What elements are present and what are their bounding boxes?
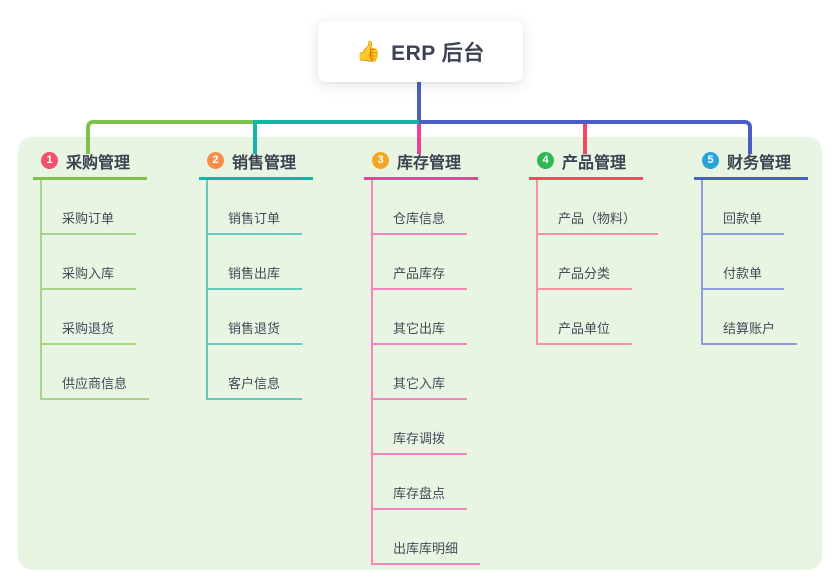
node-settlement-account[interactable]: 结算账户 <box>701 290 798 345</box>
node-customer-info[interactable]: 客户信息 <box>206 345 303 400</box>
node-label: 结算账户 <box>723 321 776 336</box>
branch-sales-title[interactable]: 2 销售管理 <box>199 150 313 180</box>
branch-inventory-children: 仓库信息 产品库存 其它出库 其它入库 库存调拨 库存盘点 出库库明细 <box>371 180 481 565</box>
branch-product: 4 产品管理 产品（物料） 产品分类 产品单位 <box>529 150 659 345</box>
node-payment-bill[interactable]: 付款单 <box>701 235 785 290</box>
root-stem-line <box>417 82 421 124</box>
node-product-material[interactable]: 产品（物料） <box>536 180 659 235</box>
branch-sales-label: 销售管理 <box>232 154 297 172</box>
branch-finance-title[interactable]: 5 财务管理 <box>694 150 808 180</box>
node-sales-outbound[interactable]: 销售出库 <box>206 235 303 290</box>
node-purchase-return[interactable]: 采购退货 <box>40 290 137 345</box>
badge-3: 3 <box>372 152 389 169</box>
node-other-inbound[interactable]: 其它入库 <box>371 345 468 400</box>
root-node-title: ERP 后台 <box>391 41 485 65</box>
node-sales-return[interactable]: 销售退货 <box>206 290 303 345</box>
node-label: 产品（物料） <box>558 211 637 226</box>
node-label: 其它出库 <box>393 321 446 336</box>
node-label: 采购订单 <box>62 211 115 226</box>
node-product-category[interactable]: 产品分类 <box>536 235 633 290</box>
node-label: 产品单位 <box>558 321 611 336</box>
connector-branch-2 <box>253 120 419 154</box>
thumbs-up-icon: 👍 <box>356 40 382 63</box>
branch-finance-label: 财务管理 <box>727 154 792 172</box>
node-purchase-inbound[interactable]: 采购入库 <box>40 235 137 290</box>
branch-product-title[interactable]: 4 产品管理 <box>529 150 643 180</box>
branch-finance-children: 回款单 付款单 结算账户 <box>701 180 808 345</box>
root-node-erp[interactable]: 👍 ERP 后台 <box>318 21 523 82</box>
node-label: 仓库信息 <box>393 211 446 226</box>
branches-panel <box>18 137 822 570</box>
node-label: 客户信息 <box>228 376 281 391</box>
badge-2: 2 <box>207 152 224 169</box>
connector-branch-4 <box>583 124 587 154</box>
node-label: 销售出库 <box>228 266 281 281</box>
node-label: 库存调拨 <box>393 431 446 446</box>
node-product-unit[interactable]: 产品单位 <box>536 290 633 345</box>
node-stock-transfer[interactable]: 库存调拨 <box>371 400 468 455</box>
branch-sales: 2 销售管理 销售订单 销售出库 销售退货 客户信息 <box>199 150 313 400</box>
node-label: 采购退货 <box>62 321 115 336</box>
node-stock-take[interactable]: 库存盘点 <box>371 455 468 510</box>
node-outbound-detail[interactable]: 出库库明细 <box>371 510 481 565</box>
branch-product-children: 产品（物料） 产品分类 产品单位 <box>536 180 659 345</box>
node-label: 供应商信息 <box>62 376 128 391</box>
branch-inventory: 3 库存管理 仓库信息 产品库存 其它出库 其它入库 库存调拨 库存盘点 出库库… <box>364 150 481 565</box>
branch-purchase: 1 采购管理 采购订单 采购入库 采购退货 供应商信息 <box>33 150 150 400</box>
node-warehouse-info[interactable]: 仓库信息 <box>371 180 468 235</box>
connector-branch-3 <box>417 124 421 154</box>
branch-inventory-title[interactable]: 3 库存管理 <box>364 150 478 180</box>
branch-purchase-title[interactable]: 1 采购管理 <box>33 150 147 180</box>
node-label: 出库库明细 <box>393 541 459 556</box>
node-supplier-info[interactable]: 供应商信息 <box>40 345 150 400</box>
node-sales-order[interactable]: 销售订单 <box>206 180 303 235</box>
branch-product-label: 产品管理 <box>562 154 627 172</box>
badge-1: 1 <box>41 152 58 169</box>
connector-branch-1 <box>86 120 253 154</box>
node-receipt-bill[interactable]: 回款单 <box>701 180 785 235</box>
node-label: 采购入库 <box>62 266 115 281</box>
badge-4: 4 <box>537 152 554 169</box>
node-label: 产品分类 <box>558 266 611 281</box>
branch-purchase-children: 采购订单 采购入库 采购退货 供应商信息 <box>40 180 150 400</box>
branch-inventory-label: 库存管理 <box>397 154 462 172</box>
node-label: 库存盘点 <box>393 486 446 501</box>
node-other-outbound[interactable]: 其它出库 <box>371 290 468 345</box>
node-label: 其它入库 <box>393 376 446 391</box>
node-label: 回款单 <box>723 211 763 226</box>
node-label: 销售订单 <box>228 211 281 226</box>
branch-purchase-label: 采购管理 <box>66 154 131 172</box>
branch-finance: 5 财务管理 回款单 付款单 结算账户 <box>694 150 808 345</box>
branch-sales-children: 销售订单 销售出库 销售退货 客户信息 <box>206 180 313 400</box>
node-label: 付款单 <box>723 266 763 281</box>
node-purchase-order[interactable]: 采购订单 <box>40 180 137 235</box>
node-label: 销售退货 <box>228 321 281 336</box>
badge-5: 5 <box>702 152 719 169</box>
node-product-stock[interactable]: 产品库存 <box>371 235 468 290</box>
connector-branch-5 <box>419 120 752 154</box>
node-label: 产品库存 <box>393 266 446 281</box>
